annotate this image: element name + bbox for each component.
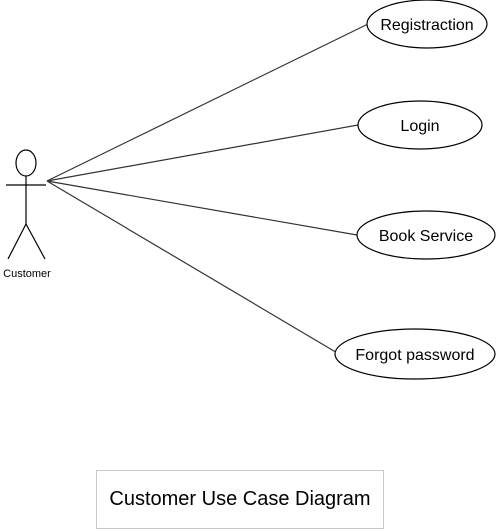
- use-case-label: Book Service: [379, 228, 473, 245]
- actor-left-leg: [7, 223, 27, 260]
- association-registraction: [46, 23, 369, 182]
- actor-head: [15, 149, 37, 177]
- actor-label: Customer: [3, 268, 51, 280]
- use-case-label: Login: [400, 118, 439, 135]
- actor-right-leg: [25, 223, 46, 260]
- association-login: [46, 124, 359, 182]
- use-case-ellipse: [357, 100, 483, 150]
- use-case-forgot-password[interactable]: Forgot password: [334, 328, 496, 380]
- use-case-login[interactable]: Login: [357, 100, 483, 150]
- use-case-label: Forgot password: [355, 347, 474, 364]
- use-case-book-service[interactable]: Book Service: [356, 210, 496, 260]
- use-case-label: Registraction: [380, 17, 473, 34]
- use-case-ellipse: [366, 0, 488, 49]
- association-book-service: [46, 180, 358, 236]
- use-case-ellipse: [356, 210, 496, 260]
- diagram-caption: Customer Use Case Diagram: [96, 470, 384, 529]
- diagram-caption-text: Customer Use Case Diagram: [109, 488, 371, 510]
- association-forgot-password: [46, 180, 340, 355]
- use-case-ellipse: [334, 328, 496, 380]
- use-case-registraction[interactable]: Registraction: [366, 0, 488, 49]
- associations: [46, 23, 369, 355]
- actor-figure[interactable]: [6, 149, 46, 260]
